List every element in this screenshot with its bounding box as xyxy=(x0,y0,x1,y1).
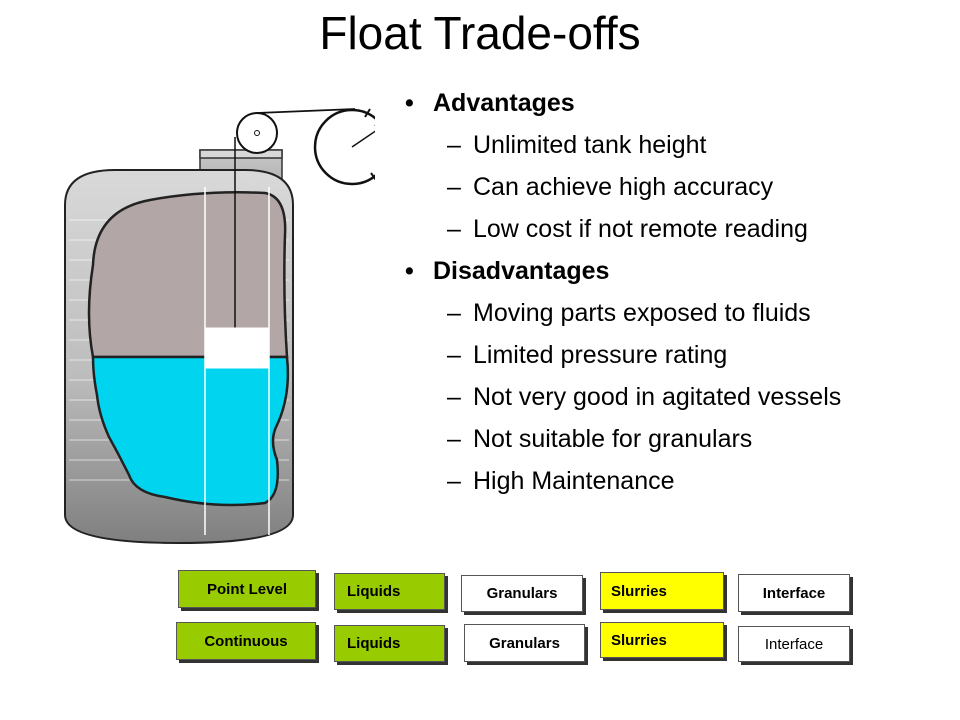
tag-liquids-point: Liquids xyxy=(334,573,445,610)
disadvantages-heading: Disadvantages xyxy=(405,250,960,292)
disadvantage-item: High Maintenance xyxy=(405,460,960,502)
tag-continuous: Continuous xyxy=(176,622,316,660)
advantage-item: Unlimited tank height xyxy=(405,124,960,166)
tag-liquids-continuous: Liquids xyxy=(334,625,445,662)
pulley-icon xyxy=(236,112,278,154)
float-icon xyxy=(205,327,269,369)
tradeoff-list: Advantages Unlimited tank height Can ach… xyxy=(405,82,960,502)
advantage-item: Can achieve high accuracy xyxy=(405,166,960,208)
disadvantage-item: Not suitable for granulars xyxy=(405,418,960,460)
tag-point-level: Point Level xyxy=(178,570,316,608)
advantages-heading: Advantages xyxy=(405,82,960,124)
tag-granulars-continuous: Granulars xyxy=(464,624,585,662)
disadvantage-item: Not very good in agitated vessels xyxy=(405,376,960,418)
tag-granulars-point: Granulars xyxy=(461,575,583,612)
tank-illustration-icon xyxy=(64,108,375,545)
tag-interface-point: Interface xyxy=(738,574,850,612)
tag-slurries-point: Slurries xyxy=(600,572,724,610)
tag-interface-continuous: Interface xyxy=(738,626,850,662)
disadvantage-item: Limited pressure rating xyxy=(405,334,960,376)
gauge-icon xyxy=(313,108,375,186)
disadvantage-item: Moving parts exposed to fluids xyxy=(405,292,960,334)
page-title: Float Trade-offs xyxy=(319,7,641,59)
tag-slurries-continuous: Slurries xyxy=(600,622,724,658)
advantage-item: Low cost if not remote reading xyxy=(405,208,960,250)
